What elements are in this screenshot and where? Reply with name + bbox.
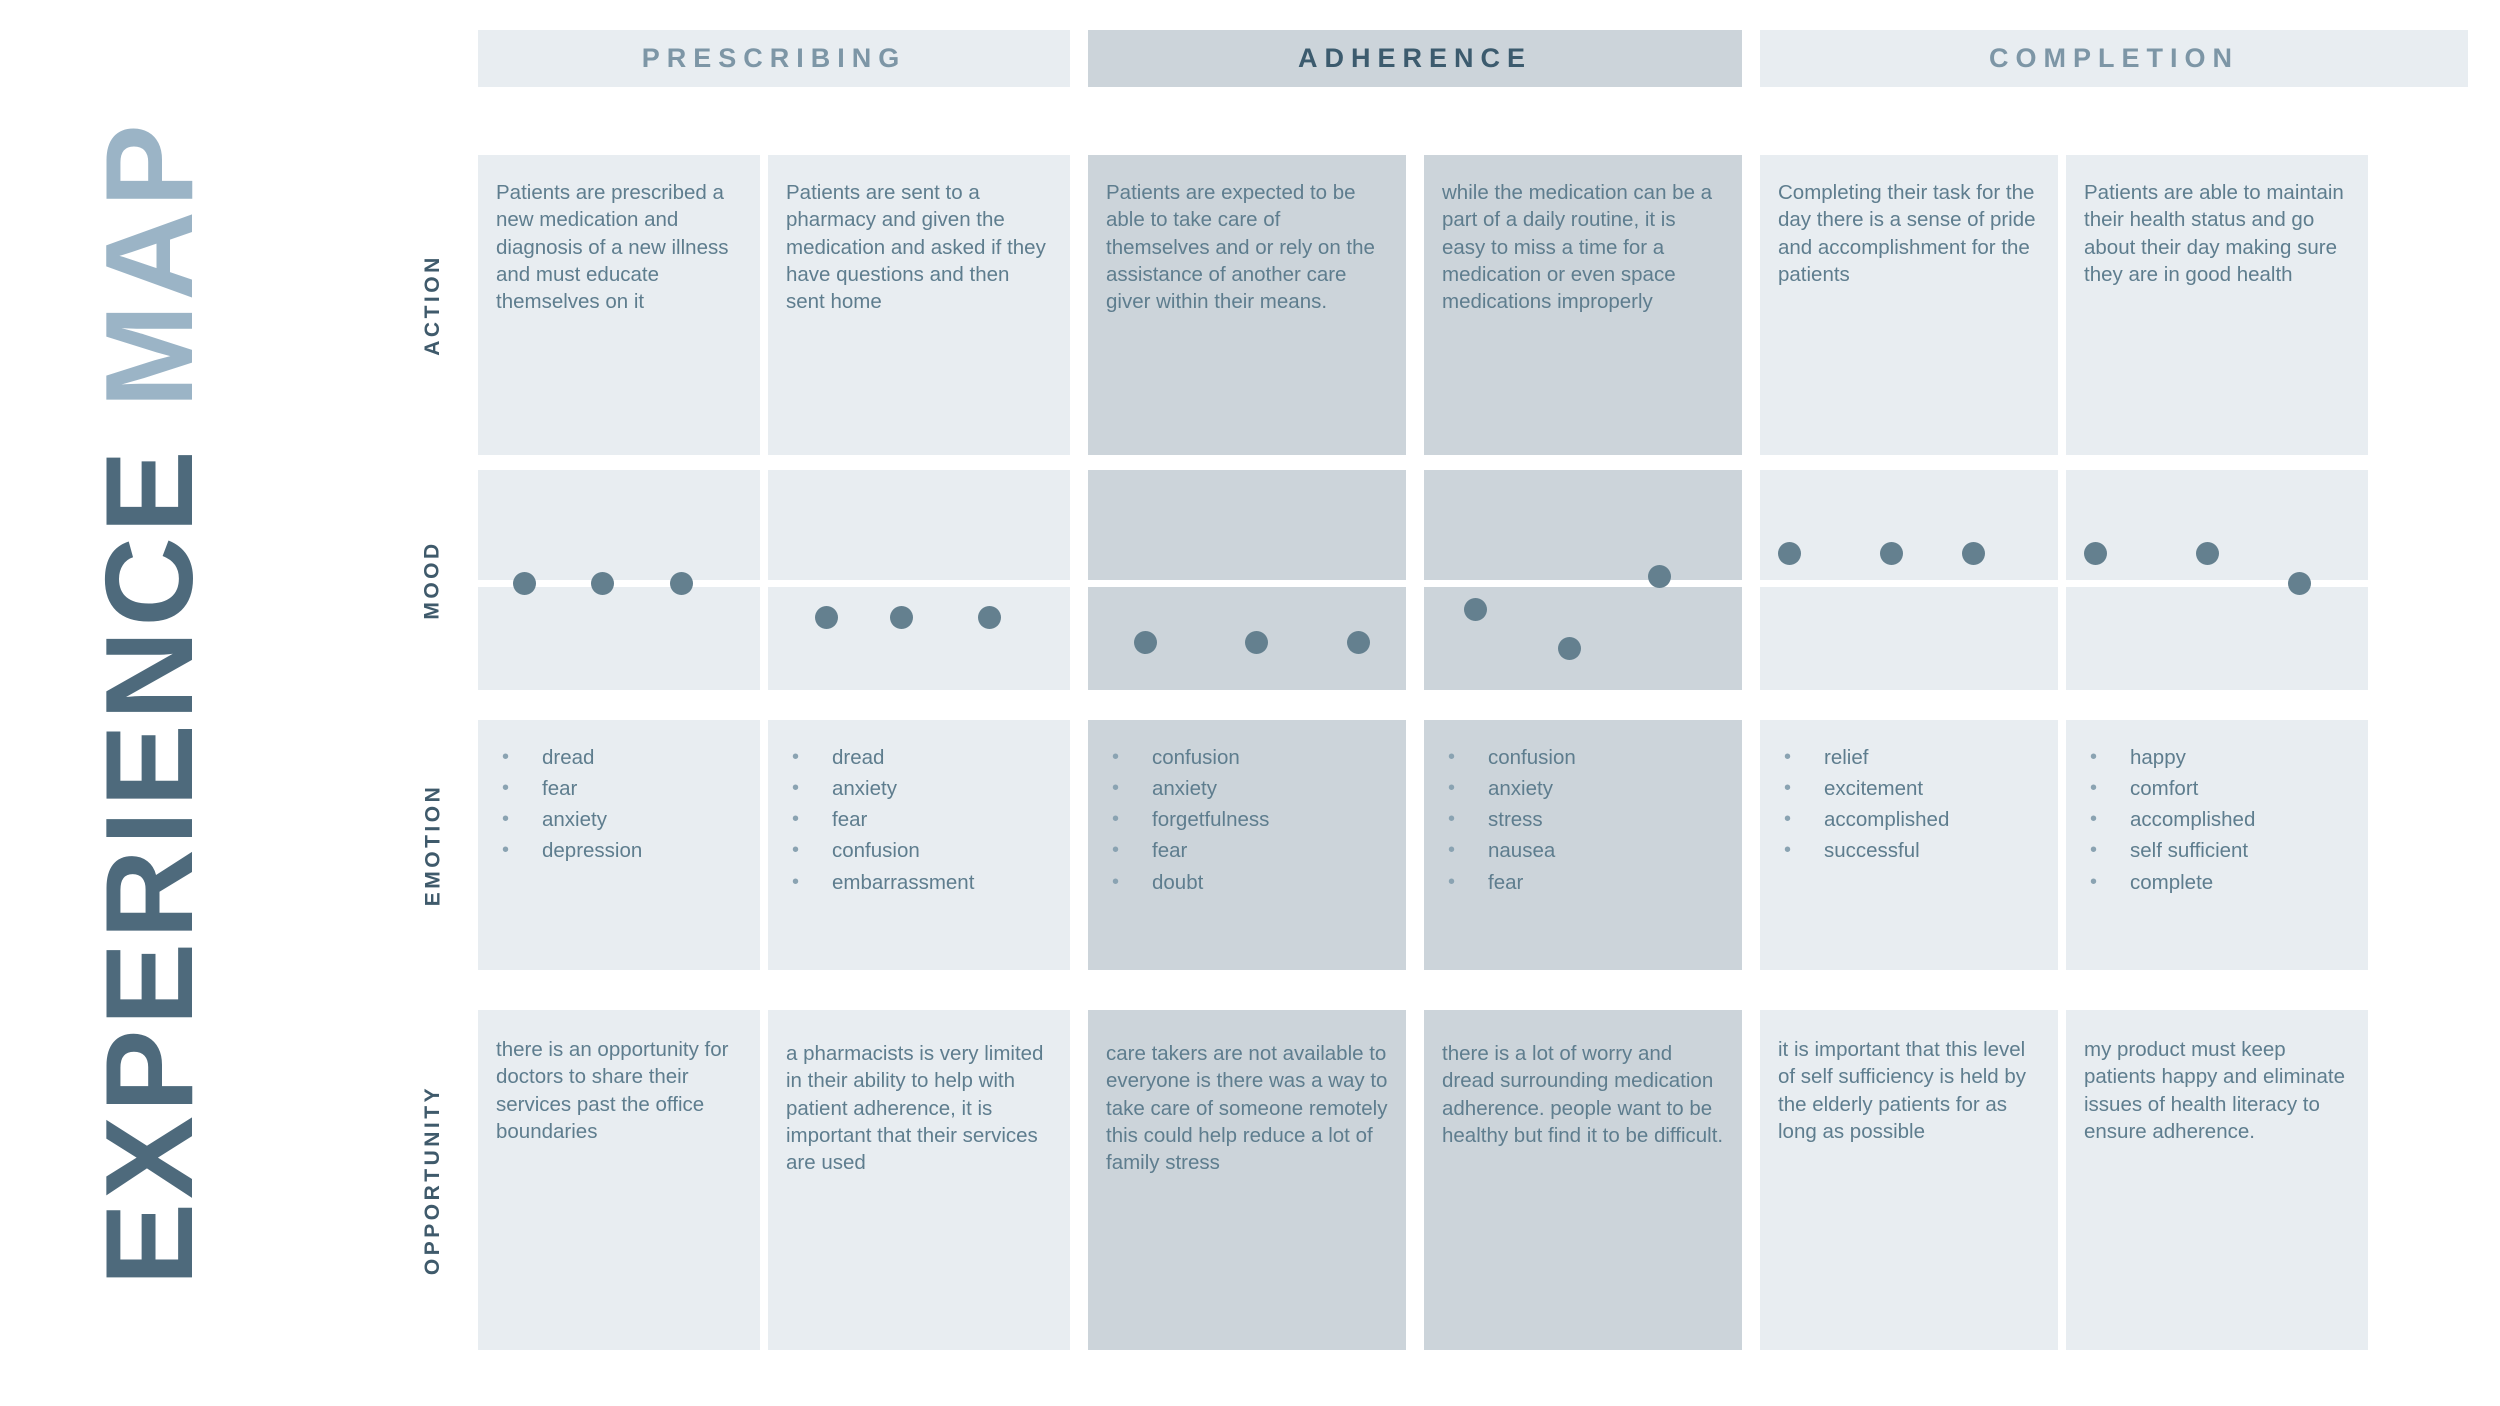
emotion-list-item: depression <box>502 835 742 866</box>
action-cell-adherence-1[interactable]: Patients are expected to be able to take… <box>1088 155 1406 455</box>
mood-baseline <box>478 580 2468 587</box>
emotion-cell-adherence-2[interactable]: confusionanxietystressnauseafear <box>1424 720 1742 970</box>
emotion-list-item: anxiety <box>502 804 742 835</box>
emotion-cell-completion-2[interactable]: happycomfortaccomplishedself sufficientc… <box>2066 720 2368 970</box>
emotion-list-item: complete <box>2090 867 2350 898</box>
row-label-action: ACTION <box>421 254 444 356</box>
emotion-list-item: nausea <box>1448 835 1724 866</box>
emotion-cell-prescribing-1[interactable]: dreadfearanxietydepression <box>478 720 760 970</box>
opportunity-cell-prescribing-1[interactable]: there is an opportunity for doctors to s… <box>478 1010 760 1350</box>
mood-dot-16 <box>2084 542 2107 565</box>
emotion-list-item: confusion <box>792 835 1052 866</box>
emotion-list-item: dread <box>792 742 1052 773</box>
action-cell-completion-2[interactable]: Patients are able to maintain their heal… <box>2066 155 2368 455</box>
emotion-list-item: confusion <box>1448 742 1724 773</box>
action-cell-prescribing-1[interactable]: Patients are prescribed a new medication… <box>478 155 760 455</box>
emotion-list-item: excitement <box>1784 773 2040 804</box>
row-label-opportunity: OPPORTUNITY <box>421 1084 444 1276</box>
phase-header-adherence[interactable]: ADHERENCE <box>1088 30 1742 87</box>
emotion-list-item: self sufficient <box>2090 835 2350 866</box>
emotion-list: confusionanxietyforgetfulnessfeardoubt <box>1106 742 1388 898</box>
emotion-list-item: anxiety <box>792 773 1052 804</box>
emotion-list-item: anxiety <box>1448 773 1724 804</box>
emotion-cell-completion-1[interactable]: reliefexcitementaccomplishedsuccessful <box>1760 720 2058 970</box>
emotion-list: dreadanxietyfearconfusionembarrassment <box>786 742 1052 898</box>
phase-header-completion[interactable]: COMPLETION <box>1760 30 2468 87</box>
action-cell-prescribing-2[interactable]: Patients are sent to a pharmacy and give… <box>768 155 1070 455</box>
emotion-list-item: doubt <box>1112 867 1388 898</box>
emotion-list-item: dread <box>502 742 742 773</box>
emotion-list: reliefexcitementaccomplishedsuccessful <box>1778 742 2040 867</box>
mood-dot-5 <box>890 606 913 629</box>
mood-dot-14 <box>1880 542 1903 565</box>
opportunity-cell-adherence-2[interactable]: there is a lot of worry and dread surrou… <box>1424 1010 1742 1350</box>
emotion-list-item: relief <box>1784 742 2040 773</box>
mood-dot-8 <box>1245 631 1268 654</box>
mood-dot-15 <box>1962 542 1985 565</box>
row-label-emotion: EMOTION <box>421 783 444 907</box>
emotion-list-item: stress <box>1448 804 1724 835</box>
mood-dot-17 <box>2196 542 2219 565</box>
emotion-list-item: embarrassment <box>792 867 1052 898</box>
mood-dot-3 <box>670 572 693 595</box>
emotion-list: happycomfortaccomplishedself sufficientc… <box>2084 742 2350 898</box>
emotion-list-item: fear <box>1448 867 1724 898</box>
opportunity-cell-adherence-1[interactable]: care takers are not available to everyon… <box>1088 1010 1406 1350</box>
mood-dot-1 <box>513 572 536 595</box>
mood-dot-13 <box>1778 542 1801 565</box>
phase-header-adherence-label: ADHERENCE <box>1297 43 1533 73</box>
phase-header-prescribing[interactable]: PRESCRIBING <box>478 30 1070 87</box>
mood-dot-7 <box>1134 631 1157 654</box>
page-title-part-two: MAP <box>81 120 219 408</box>
emotion-list: dreadfearanxietydepression <box>496 742 742 867</box>
emotion-list-item: fear <box>502 773 742 804</box>
mood-dot-9 <box>1347 631 1370 654</box>
row-label-mood: MOOD <box>421 540 445 620</box>
phase-header-prescribing-label: PRESCRIBING <box>641 43 907 73</box>
mood-dot-4 <box>815 606 838 629</box>
emotion-list-item: happy <box>2090 742 2350 773</box>
emotion-cell-adherence-1[interactable]: confusionanxietyforgetfulnessfeardoubt <box>1088 720 1406 970</box>
opportunity-cell-prescribing-2[interactable]: a pharmacists is very limited in their a… <box>768 1010 1070 1350</box>
mood-dot-18 <box>2288 572 2311 595</box>
emotion-list-item: accomplished <box>2090 804 2350 835</box>
emotion-list-item: accomplished <box>1784 804 2040 835</box>
page-title-part-one: EXPERIENCE <box>81 446 219 1286</box>
opportunity-cell-completion-1[interactable]: it is important that this level of self … <box>1760 1010 2058 1350</box>
emotion-list-item: fear <box>792 804 1052 835</box>
mood-dot-12 <box>1648 565 1671 588</box>
action-cell-adherence-2[interactable]: while the medication can be a part of a … <box>1424 155 1742 455</box>
emotion-list-item: fear <box>1112 835 1388 866</box>
mood-dot-2 <box>591 572 614 595</box>
mood-dot-10 <box>1464 598 1487 621</box>
phase-header-completion-label: COMPLETION <box>1989 43 2239 73</box>
page-title: EXPERIENCE MAP <box>0 0 300 1406</box>
emotion-list-item: confusion <box>1112 742 1388 773</box>
emotion-list-item: comfort <box>2090 773 2350 804</box>
emotion-list-item: successful <box>1784 835 2040 866</box>
action-cell-completion-1[interactable]: Completing their task for the day there … <box>1760 155 2058 455</box>
mood-dot-6 <box>978 606 1001 629</box>
mood-dot-11 <box>1558 637 1581 660</box>
emotion-cell-prescribing-2[interactable]: dreadanxietyfearconfusionembarrassment <box>768 720 1070 970</box>
opportunity-cell-completion-2[interactable]: my product must keep patients happy and … <box>2066 1010 2368 1350</box>
emotion-list-item: anxiety <box>1112 773 1388 804</box>
emotion-list: confusionanxietystressnauseafear <box>1442 742 1724 898</box>
emotion-list-item: forgetfulness <box>1112 804 1388 835</box>
